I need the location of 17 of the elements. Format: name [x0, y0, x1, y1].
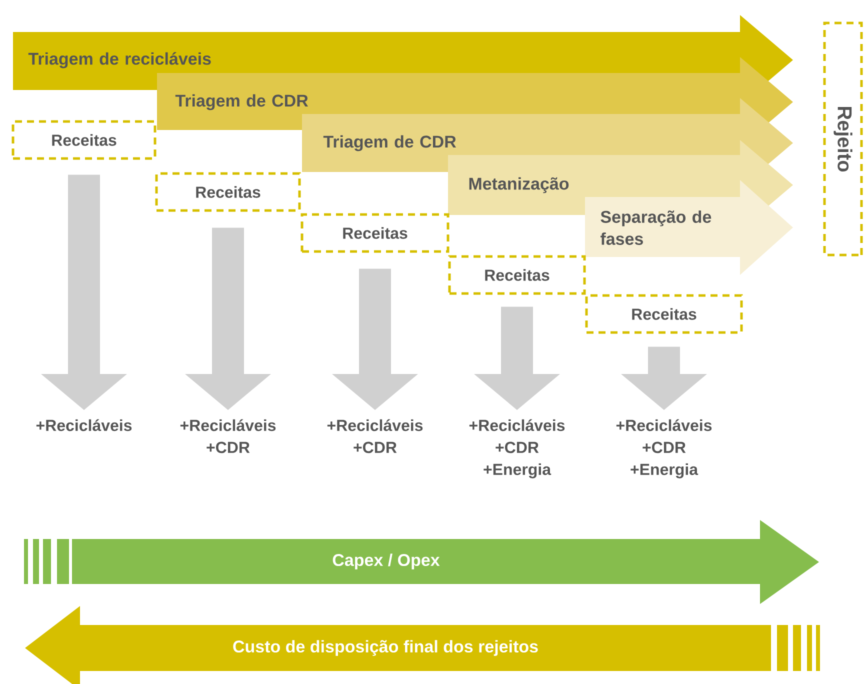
result-text: +Recicláveis +CDR +Energia — [469, 419, 565, 478]
dashed-box: Receitas — [155, 172, 301, 212]
dashed-box: Receitas — [448, 255, 586, 295]
arrow — [621, 346, 707, 410]
arrow — [185, 228, 271, 410]
dashed-box: Rejeito — [823, 22, 863, 256]
arrow — [41, 174, 127, 410]
result-text: +Recicláveis +CDR — [327, 419, 423, 454]
arrow — [332, 268, 418, 410]
dashed-box: Receitas — [12, 120, 156, 160]
result-text: +Recicláveis +CDR +Energia — [616, 419, 712, 478]
result-text: +Recicláveis +CDR — [180, 419, 276, 454]
stage-banner: Separação de fases — [585, 180, 793, 275]
arrow — [474, 306, 560, 410]
result-text: +Recicláveis — [36, 419, 132, 432]
dashed-box: Receitas — [300, 213, 450, 253]
dashed-box: Receitas — [585, 294, 743, 334]
